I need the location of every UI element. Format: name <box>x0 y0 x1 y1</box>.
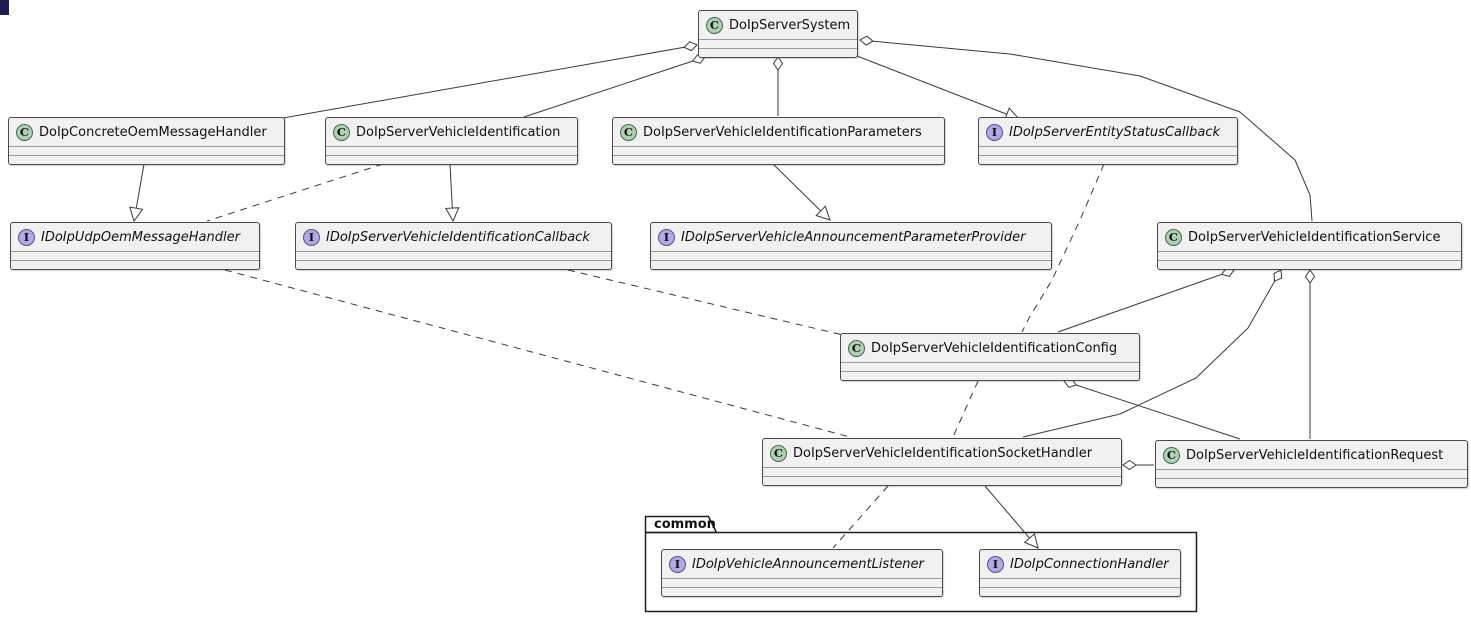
methods-compartment <box>326 155 577 164</box>
class-icon: C <box>620 123 637 141</box>
class-box-doip-server-vehicle-identification[interactable]: C DoIpServerVehicleIdentification <box>325 117 578 165</box>
generalization-arrowhead <box>129 206 144 223</box>
screen-corner-artifact <box>0 0 9 15</box>
edge-system-vehicleidentification <box>523 56 706 118</box>
fields-compartment <box>662 578 942 587</box>
methods-compartment <box>9 155 284 164</box>
edge-udpoemhandler-sockethandler <box>224 269 851 438</box>
methods-compartment <box>613 155 944 164</box>
interface-icon: I <box>669 555 686 573</box>
class-box-doip-server-vehicle-identification-parameters[interactable]: C DoIpServerVehicleIdentificationParamete… <box>612 117 945 165</box>
class-name: DoIpServerVehicleIdentificationParameter… <box>643 124 922 140</box>
methods-compartment <box>296 260 611 269</box>
interface-name: IDoIpVehicleAnnouncementListener <box>692 556 924 572</box>
edge-system-entitystatuscallback <box>856 55 1020 120</box>
aggregation-diamond <box>683 41 698 52</box>
methods-compartment <box>1156 478 1467 487</box>
class-name: DoIpServerVehicleIdentificationConfig <box>871 340 1118 356</box>
class-box-doip-concrete-oem-message-handler[interactable]: C DoIpConcreteOemMessageHandler <box>8 117 285 165</box>
class-name: DoIpServerVehicleIdentificationRequest <box>1186 447 1444 463</box>
methods-compartment <box>763 476 1121 485</box>
methods-compartment <box>651 260 1051 269</box>
interface-icon: I <box>18 228 35 246</box>
package-name: common <box>654 517 716 532</box>
fields-compartment <box>980 578 1180 587</box>
class-icon: C <box>848 339 865 357</box>
fields-compartment <box>1156 469 1467 478</box>
methods-compartment <box>699 48 858 57</box>
class-name: DoIpServerVehicleIdentificationService <box>1188 229 1441 245</box>
interface-name: IDoIpUdpOemMessageHandler <box>41 229 240 245</box>
fields-compartment <box>1158 251 1461 260</box>
fields-compartment <box>763 467 1121 476</box>
interface-name: IDoIpConnectionHandler <box>1010 556 1169 572</box>
class-box-doip-server-system[interactable]: C DoIpServerSystem <box>698 10 859 58</box>
aggregation-diamond <box>772 56 784 71</box>
fields-compartment <box>979 146 1237 155</box>
methods-compartment <box>979 155 1237 164</box>
fields-compartment <box>841 362 1139 371</box>
edge-entitystatuscallback-config <box>1021 163 1105 333</box>
edge-system-service <box>859 39 1313 222</box>
interface-name: IDoIpServerVehicleIdentificationCallback <box>326 229 590 245</box>
class-box-doip-server-vehicle-identification-request[interactable]: C DoIpServerVehicleIdentificationRequest <box>1155 440 1468 488</box>
interface-box-idoip-server-vehicle-announcement-parameter-provider[interactable]: I IDoIpServerVehicleAnnouncementParameter… <box>650 222 1052 270</box>
class-name: DoIpServerSystem <box>729 17 851 33</box>
edge-service-config <box>1057 269 1235 333</box>
class-name: DoIpConcreteOemMessageHandler <box>39 124 267 140</box>
interface-icon: I <box>658 228 675 246</box>
class-icon: C <box>1165 228 1182 246</box>
edge-system-oemhandler <box>282 44 698 119</box>
class-icon: C <box>333 123 350 141</box>
interface-icon: I <box>987 555 1004 573</box>
aggregation-diamond <box>1273 269 1283 283</box>
fields-compartment <box>651 251 1051 260</box>
edge-callback-config <box>567 269 844 336</box>
edge-config-request <box>1063 380 1241 440</box>
class-box-doip-server-vehicle-identification-config[interactable]: C DoIpServerVehicleIdentificationConfig <box>840 333 1140 381</box>
generalization-arrowhead <box>1023 532 1039 549</box>
class-icon: C <box>770 444 787 462</box>
interface-name: IDoIpServerVehicleAnnouncementParameterP… <box>681 229 1026 245</box>
fields-compartment <box>11 251 259 260</box>
interface-icon: I <box>986 123 1003 141</box>
class-box-doip-server-vehicle-identification-socket-handler[interactable]: C DoIpServerVehicleIdentificationSocketHa… <box>762 438 1122 486</box>
generalization-arrowhead <box>444 207 460 223</box>
interface-box-idoip-udp-oem-message-handler[interactable]: I IDoIpUdpOemMessageHandler <box>10 222 260 270</box>
edge-sockethandler-listener <box>832 485 889 549</box>
generalization-arrowhead <box>815 205 831 221</box>
methods-compartment <box>11 260 259 269</box>
class-icon: C <box>1163 446 1180 464</box>
interface-box-idoip-server-vehicle-identification-callback[interactable]: I IDoIpServerVehicleIdentificationCallbac… <box>295 222 612 270</box>
class-icon: C <box>706 16 723 34</box>
edge-sockethandler-connectionhandler <box>984 485 1039 549</box>
aggregation-diamond <box>859 35 874 46</box>
class-box-doip-server-vehicle-identification-service[interactable]: C DoIpServerVehicleIdentificationService <box>1157 222 1462 270</box>
interface-name: IDoIpServerEntityStatusCallback <box>1009 124 1221 140</box>
class-icon: C <box>16 123 33 141</box>
fields-compartment <box>9 146 284 155</box>
fields-compartment <box>613 146 944 155</box>
methods-compartment <box>980 587 1180 596</box>
interface-box-idoip-connection-handler[interactable]: I IDoIpConnectionHandler <box>979 549 1181 597</box>
aggregation-diamond <box>1122 459 1137 471</box>
edge-service-sockethandler <box>1022 269 1282 438</box>
edge-config-sockethandler <box>952 380 979 438</box>
methods-compartment <box>841 371 1139 380</box>
class-name: DoIpServerVehicleIdentificationSocketHan… <box>793 445 1093 461</box>
edge-vehicleidentification-udpoemhandler <box>206 163 384 222</box>
fields-compartment <box>296 251 611 260</box>
interface-box-idoip-server-entity-status-callback[interactable]: I IDoIpServerEntityStatusCallback <box>978 117 1238 165</box>
methods-compartment <box>1158 260 1461 269</box>
fields-compartment <box>699 39 858 48</box>
interface-icon: I <box>303 228 320 246</box>
aggregation-diamond <box>1304 269 1316 284</box>
interface-box-idoip-vehicle-announcement-listener[interactable]: I IDoIpVehicleAnnouncementListener <box>661 549 943 597</box>
class-name: DoIpServerVehicleIdentification <box>356 124 561 140</box>
methods-compartment <box>662 587 942 596</box>
fields-compartment <box>326 146 577 155</box>
package-body <box>644 531 1198 613</box>
